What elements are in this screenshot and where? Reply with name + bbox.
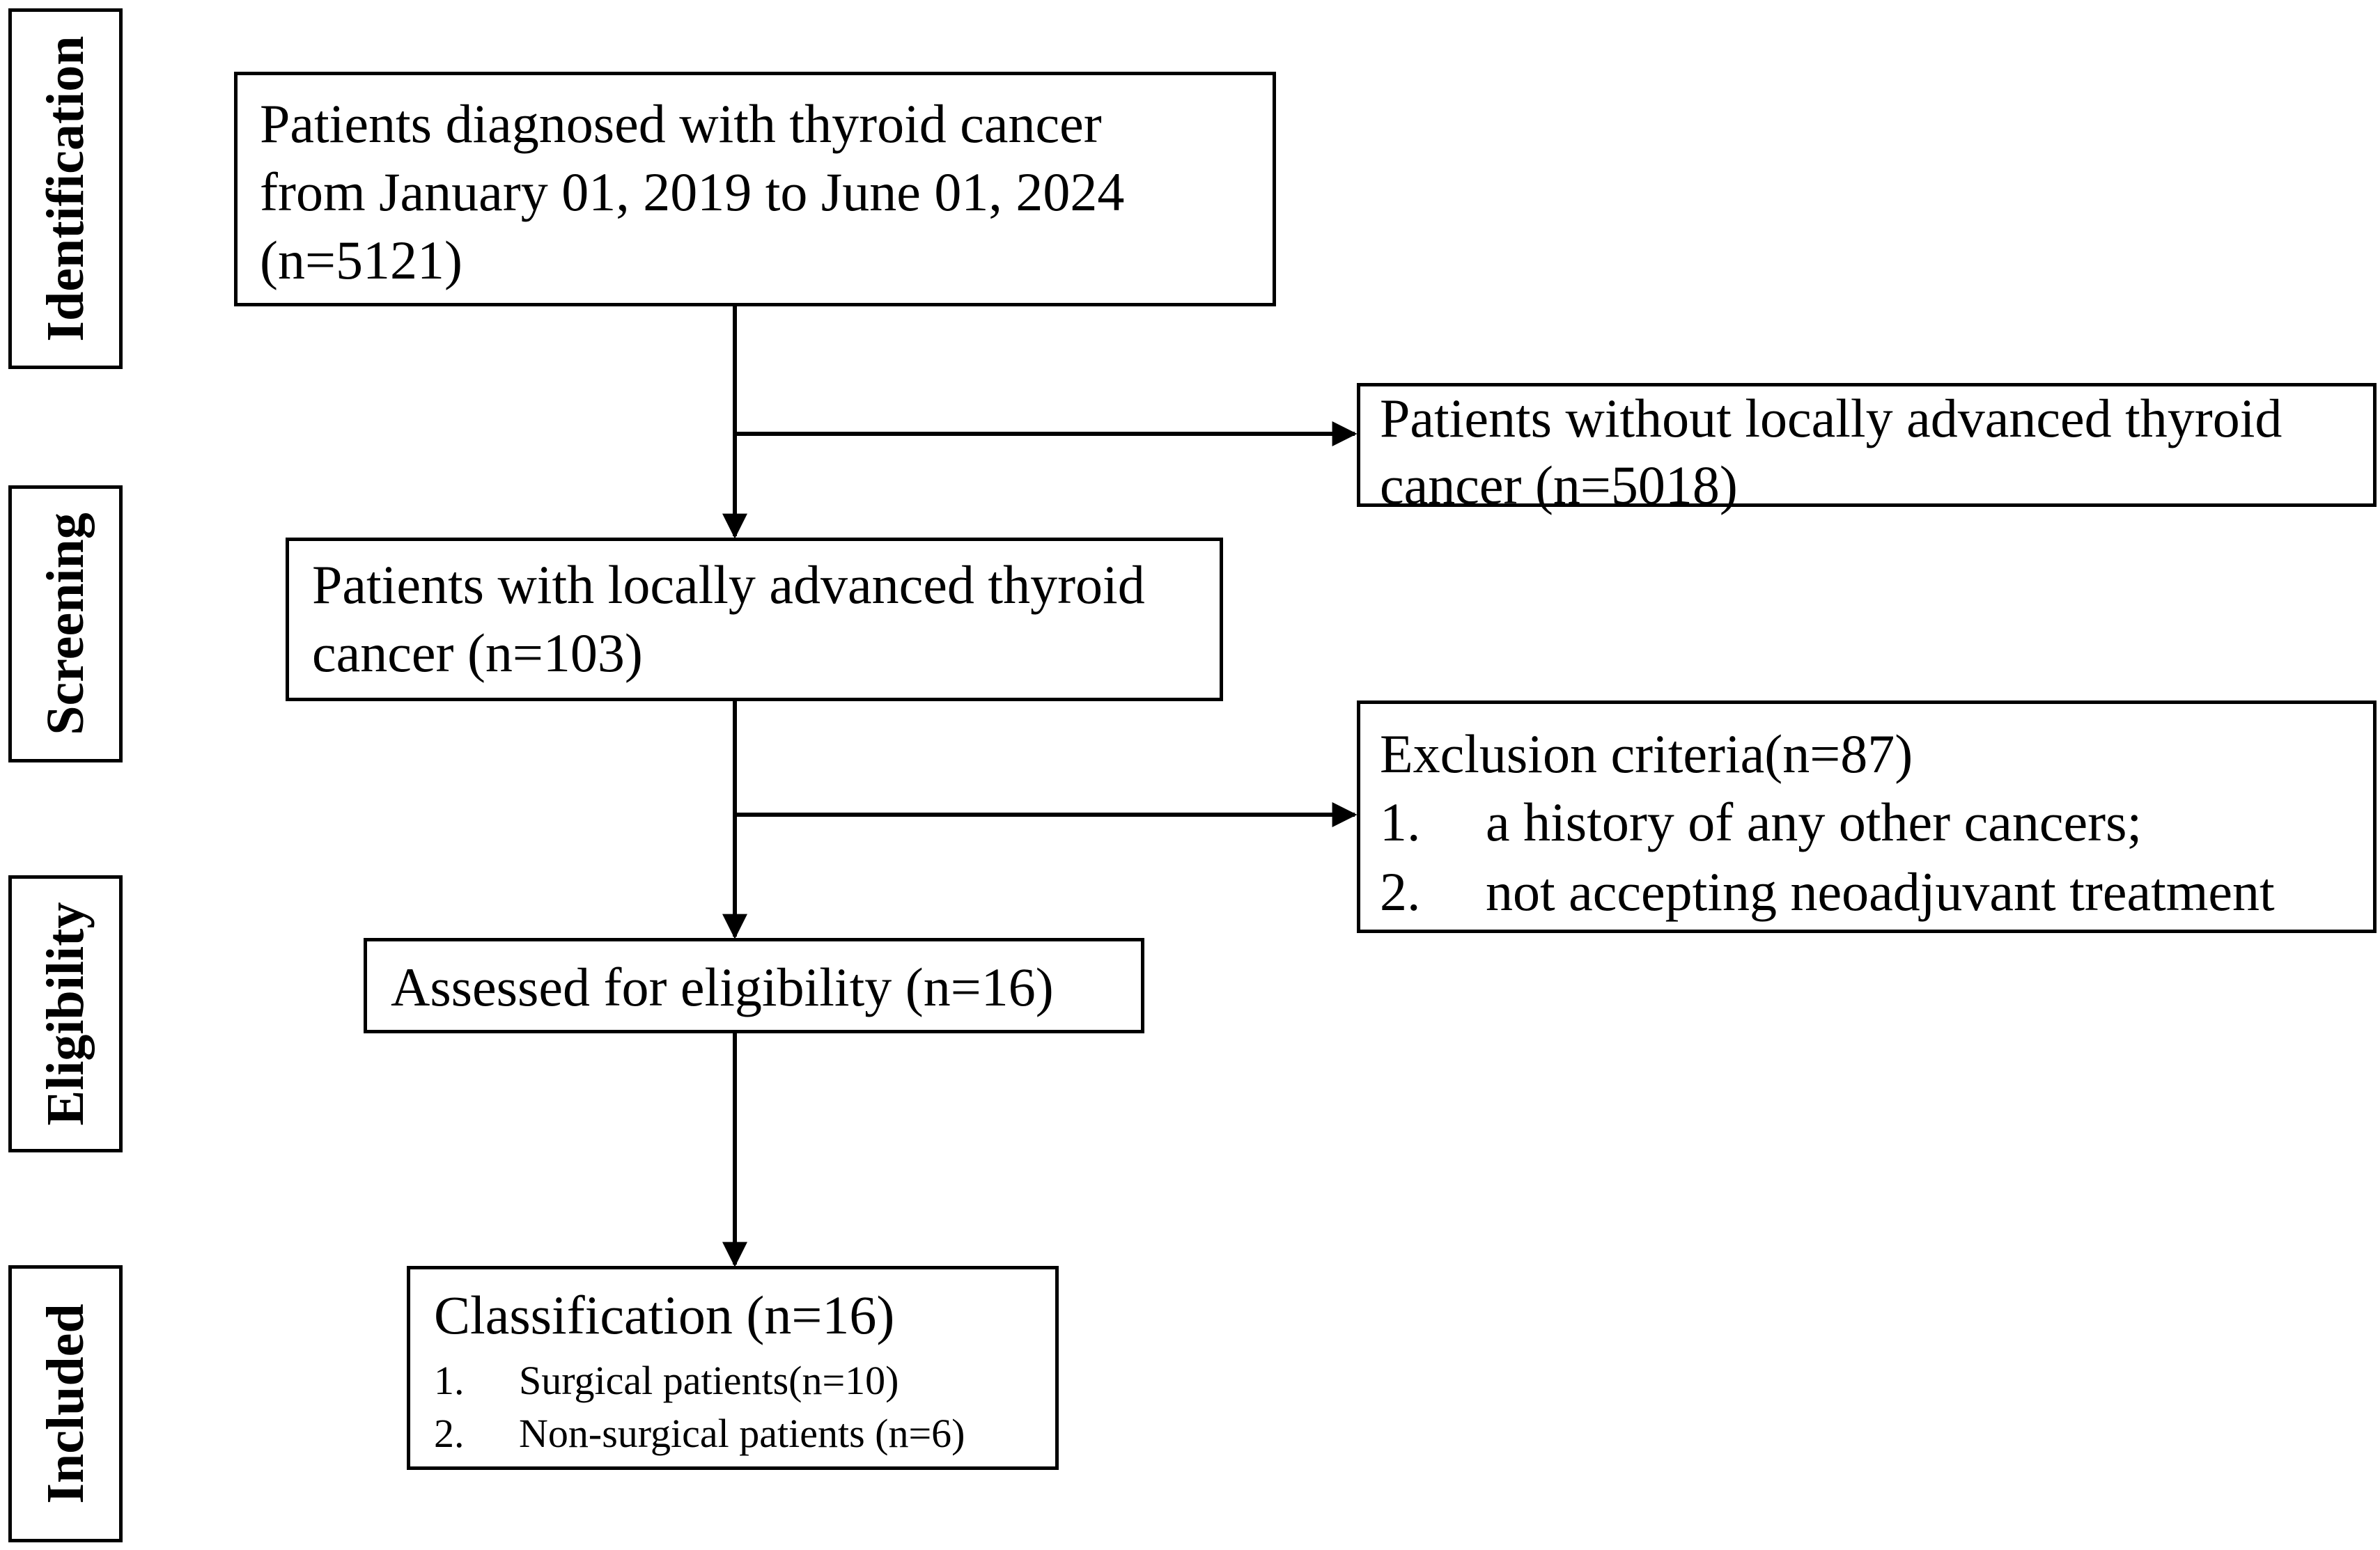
eligibility-label: Assessed for eligibility (n=16) [391,957,1054,1017]
excluded-not-advanced-box: Patients without locally advanced thyroi… [1357,383,2377,515]
stage-included: Included [8,1265,123,1542]
classification-title: Classification (n=16) [434,1285,895,1345]
stage-identification: Identification [8,8,123,369]
screened-box: Patients with locally advanced thyroid c… [286,538,1223,701]
classification-item-2-number: 2. [434,1411,465,1456]
identified-line-2: from January 01, 2019 to June 01, 2024 [260,162,1125,222]
stage-eligibility: Eligibility [8,875,123,1152]
exclusion-item-1-text: a history of any other cancers; [1486,792,2142,852]
eligibility-box: Assessed for eligibility (n=16) [364,938,1144,1033]
exclusion-criteria-box: Exclusion criteria(n=87) 1. a history of… [1357,700,2377,933]
screened-line-2: cancer (n=103) [312,623,643,683]
excluded-not-advanced-line-1: Patients without locally advanced thyroi… [1380,388,2282,448]
screened-line-1: Patients with locally advanced thyroid [312,554,1145,615]
stage-eligibility-label: Eligibility [36,902,95,1126]
stage-included-label: Included [36,1304,95,1504]
exclusion-item-1-number: 1. [1380,792,1421,852]
stage-identification-label: Identification [36,36,95,342]
classification-item-1-text: Surgical patients(n=10) [519,1358,899,1403]
exclusion-item-2-number: 2. [1380,861,1421,922]
classification-item-1-number: 1. [434,1358,465,1403]
stage-screening-label: Screening [36,512,95,735]
classification-item-2-text: Non-surgical patients (n=6) [519,1411,965,1456]
excluded-not-advanced-line-2: cancer (n=5018) [1380,455,1738,515]
stage-screening: Screening [8,485,123,762]
exclusion-criteria-title: Exclusion criteria(n=87) [1380,723,1913,784]
identified-line-3: (n=5121) [260,230,462,290]
exclusion-item-2-text: not accepting neoadjuvant treatment [1486,861,2275,922]
identified-line-1: Patients diagnosed with thyroid cancer [260,93,1102,154]
classification-box: Classification (n=16) 1. Surgical patien… [407,1266,1059,1470]
identified-box: Patients diagnosed with thyroid cancer f… [234,72,1276,306]
